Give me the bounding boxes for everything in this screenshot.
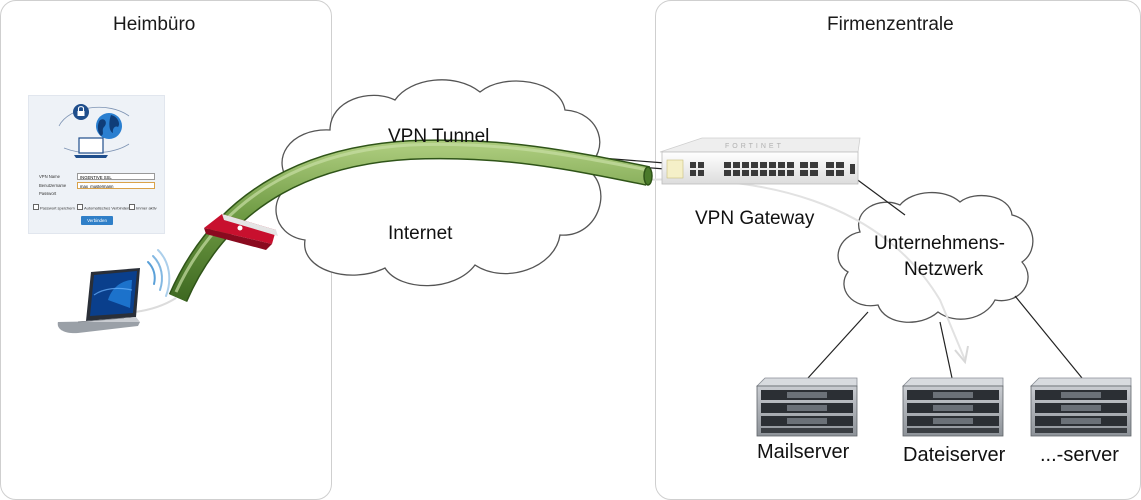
vpn-client-window: VPN Name INGENTIVE SSL Benutzername max_… <box>28 95 165 234</box>
lock-icon <box>73 104 89 120</box>
network-cloud-icon <box>837 191 1034 323</box>
router-icon <box>204 214 278 250</box>
headquarters-title: Firmenzentrale <box>827 14 954 35</box>
network-to-mailserver-line <box>807 311 869 379</box>
other-server-label: ...-server <box>1040 444 1119 466</box>
server-icon <box>756 377 858 437</box>
mailserver-label: Mailserver <box>757 441 850 463</box>
home-office-zone <box>0 0 332 500</box>
password-label: Passwort <box>39 191 57 196</box>
vpn-tunnel-label: VPN Tunnel <box>388 126 490 147</box>
server-icon <box>902 377 1004 437</box>
vpn-name-label: VPN Name <box>39 174 60 179</box>
network-to-otherserver-line <box>1014 295 1083 379</box>
connect-button[interactable]: Verbinden <box>81 216 113 225</box>
vpn-client-illustration <box>58 104 130 158</box>
wifi-icon <box>147 249 171 297</box>
laptop-icon <box>74 137 108 158</box>
gateway-to-network-line <box>854 177 906 216</box>
home-office-title: Heimbüro <box>113 14 196 35</box>
globe-icon <box>96 113 122 139</box>
internet-cloud-icon <box>275 79 602 287</box>
username-field[interactable]: max_mustermann <box>77 182 155 189</box>
network-label-line1: Unternehmens- <box>874 233 1005 254</box>
save-password-checkbox[interactable]: Passwort speichern <box>33 204 75 211</box>
always-on-checkbox[interactable]: Immer aktiv <box>129 204 157 211</box>
firewall-icon: FORTINET <box>659 137 861 185</box>
network-label-line2: Netzwerk <box>904 259 984 280</box>
vpn-name-select[interactable]: INGENTIVE SSL <box>77 173 155 180</box>
svg-text:FORTINET: FORTINET <box>725 143 784 150</box>
auto-connect-checkbox[interactable]: Automatisches Verbinden <box>77 204 129 211</box>
vpn-gateway-label: VPN Gateway <box>695 208 815 229</box>
network-to-fileserver-line <box>939 321 953 379</box>
laptop-icon <box>57 268 140 334</box>
username-label: Benutzername <box>39 183 67 188</box>
server-icon <box>1030 377 1132 437</box>
internet-label: Internet <box>388 223 453 244</box>
fileserver-label: Dateiserver <box>903 444 1006 466</box>
